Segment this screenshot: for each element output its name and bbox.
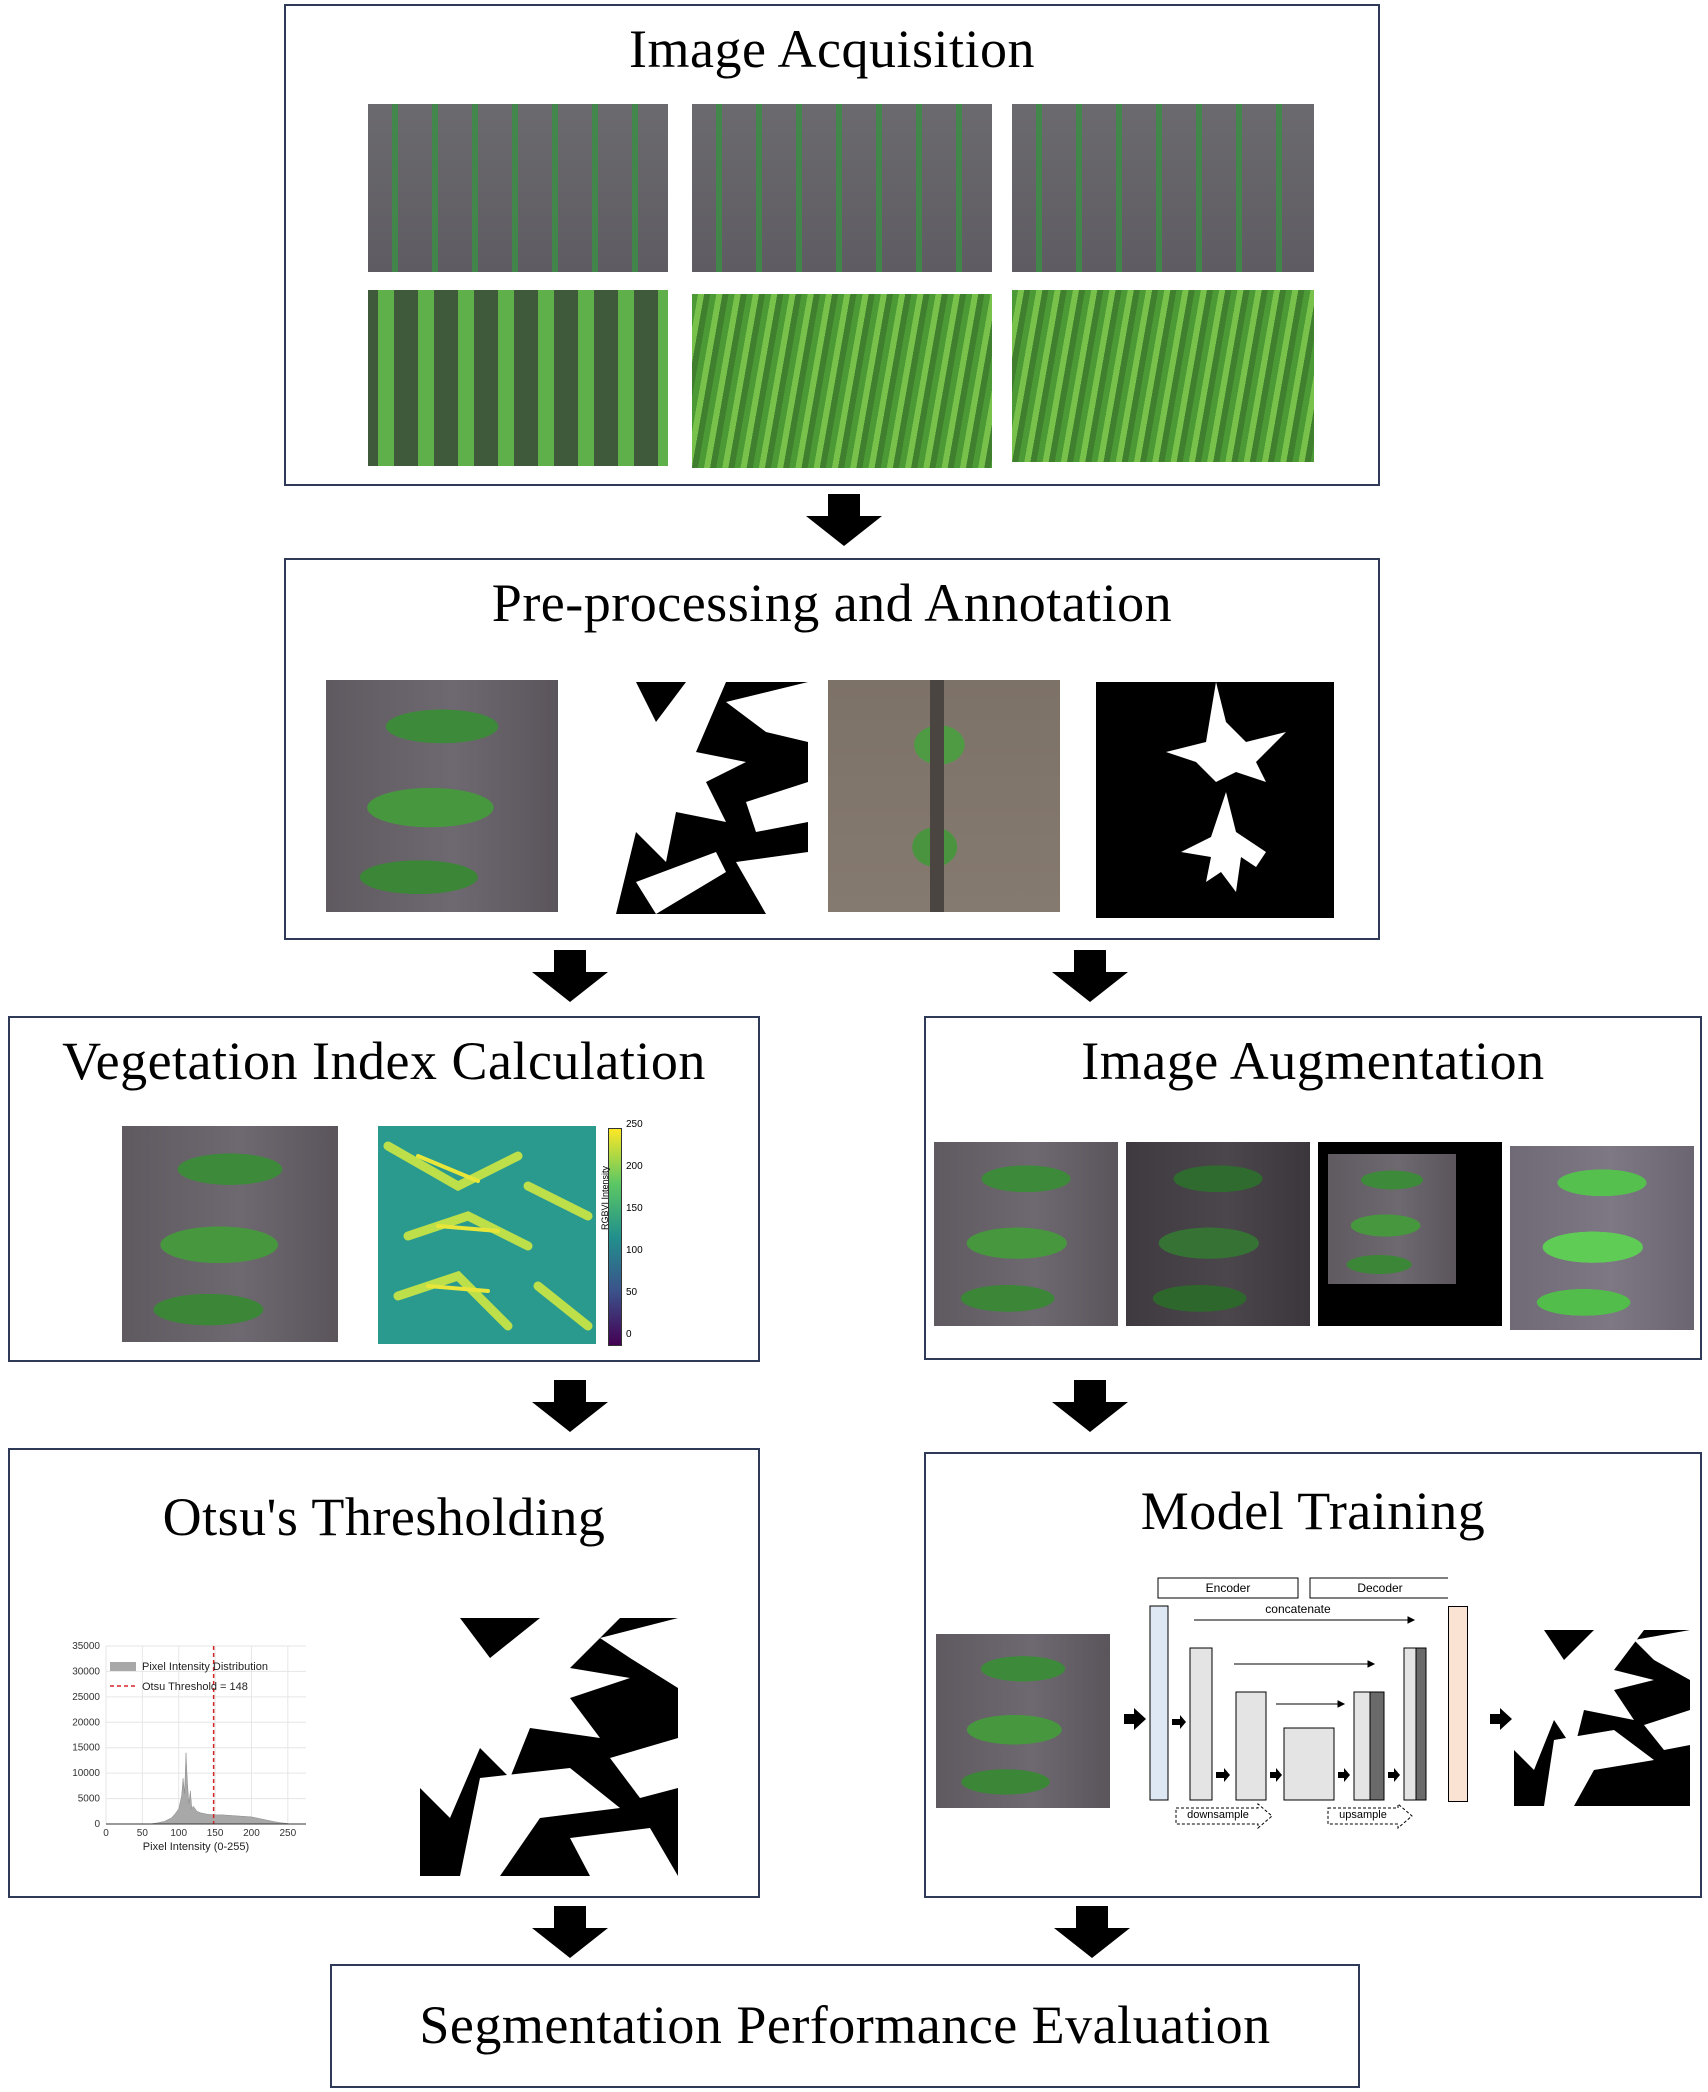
rice-image <box>326 680 558 912</box>
field-photo <box>692 294 992 468</box>
legend-label: Pixel Intensity Distribution <box>142 1661 268 1673</box>
y-tick-label: 10000 <box>72 1768 100 1779</box>
field-photo <box>692 104 992 272</box>
colorbar-tick: 250 <box>626 1119 643 1130</box>
colorbar-label: RGBVI Intensity <box>600 1165 610 1230</box>
x-tick-label: 50 <box>137 1828 149 1839</box>
flow-arrow <box>532 950 608 1002</box>
flow-arrow <box>1052 950 1128 1002</box>
flow-arrow <box>1054 1906 1130 1958</box>
field-photo <box>368 104 668 272</box>
augmented-image <box>1318 1142 1502 1326</box>
rice-image <box>828 680 1060 912</box>
colorbar-tick: 50 <box>626 1287 638 1298</box>
arrow-icon <box>1124 1708 1146 1730</box>
x-tick-label: 200 <box>243 1828 260 1839</box>
y-tick-label: 30000 <box>72 1666 100 1677</box>
stage-title: Vegetation Index Calculation <box>62 1031 706 1091</box>
stage-title: Otsu's Thresholding <box>162 1487 606 1547</box>
colorbar <box>608 1128 622 1346</box>
x-tick-label: 150 <box>207 1828 224 1839</box>
stage-image-acquisition: Image Acquisition <box>284 4 1380 486</box>
input-image <box>936 1634 1110 1808</box>
histogram-chart: 0 5000 10000 15000 20000 25000 30000 35000 0 50 10… <box>60 1638 340 1878</box>
stage-title: Segmentation Performance Evaluation <box>419 1995 1271 2055</box>
stage-evaluation: Segmentation Performance Evaluation <box>330 1964 1360 2088</box>
annotation-mask <box>1096 682 1334 918</box>
y-tick-label: 20000 <box>72 1717 100 1728</box>
stage-title: Pre-processing and Annotation <box>491 573 1173 633</box>
annotation-mask <box>576 682 808 914</box>
stage-title: Image Augmentation <box>1081 1031 1545 1091</box>
stage-title: Image Acquisition <box>629 19 1035 79</box>
y-tick-label: 15000 <box>72 1743 100 1754</box>
histogram-bars <box>149 1752 289 1825</box>
downsample-label: downsample <box>1187 1809 1249 1821</box>
flow-arrow <box>1052 1380 1128 1432</box>
decoder-label: Decoder <box>1357 1581 1403 1595</box>
colorbar-tick: 100 <box>626 1245 643 1256</box>
unet-diagram: Encoder Decoder concatenate downsample u… <box>1148 1576 1448 1836</box>
legend-label: Otsu Threshold = 148 <box>142 1681 248 1693</box>
arrow-icon <box>1490 1708 1512 1730</box>
y-tick-label: 5000 <box>78 1794 101 1805</box>
field-photo <box>1012 104 1314 272</box>
y-tick-label: 25000 <box>72 1692 100 1703</box>
field-photo <box>368 290 668 466</box>
stage-title: Model Training <box>1140 1481 1486 1541</box>
upsample-label: upsample <box>1339 1809 1387 1821</box>
encoder-label: Encoder <box>1205 1581 1251 1595</box>
output-layer <box>1448 1606 1468 1802</box>
y-tick-label: 0 <box>94 1819 100 1830</box>
flow-arrow <box>532 1906 608 1958</box>
x-tick-label: 0 <box>103 1828 109 1839</box>
rice-image <box>122 1126 338 1342</box>
field-photo <box>1012 290 1314 462</box>
augmented-image <box>934 1142 1118 1326</box>
x-axis-label: Pixel Intensity (0-255) <box>143 1841 249 1853</box>
colorbar-tick: 0 <box>626 1329 632 1340</box>
y-tick-label: 35000 <box>72 1641 100 1652</box>
flow-arrow <box>532 1380 608 1432</box>
colorbar-tick: 150 <box>626 1203 643 1214</box>
rgbvi-heatmap <box>378 1126 596 1344</box>
predicted-mask <box>1514 1630 1690 1806</box>
otsu-mask <box>420 1618 678 1876</box>
colorbar-tick: 200 <box>626 1161 643 1172</box>
augmented-image <box>1126 1142 1310 1326</box>
x-tick-label: 250 <box>279 1828 296 1839</box>
concatenate-label: concatenate <box>1265 1602 1331 1616</box>
augmented-image <box>1510 1146 1694 1330</box>
x-tick-label: 100 <box>170 1828 187 1839</box>
legend-swatch <box>110 1662 136 1671</box>
flow-arrow <box>806 494 882 546</box>
